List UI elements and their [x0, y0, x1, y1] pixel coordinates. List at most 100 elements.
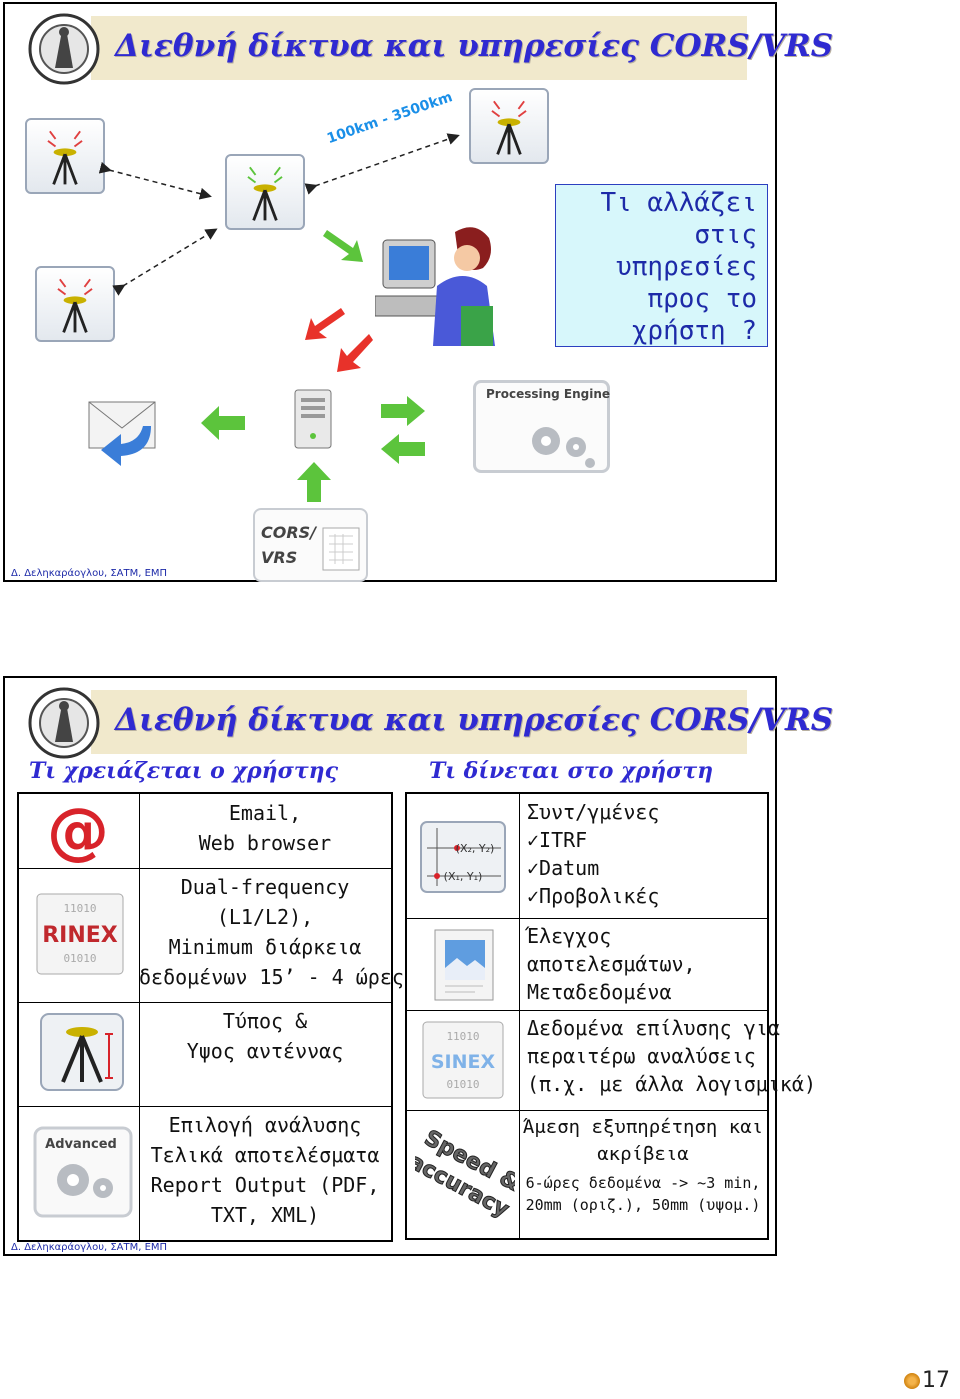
svg-text:01010: 01010	[63, 952, 96, 965]
processing-engine-label: Processing Engine	[486, 387, 611, 401]
cell-line: Μεταδεδομένα	[527, 980, 672, 1004]
email-envelope-icon	[88, 401, 156, 466]
processing-engine-tile: Processing Engine	[473, 380, 610, 473]
cell-line: TXT, XML)	[210, 1203, 320, 1227]
cell-line: ακρίβεια	[597, 1143, 689, 1165]
gps-station-icon	[35, 266, 115, 342]
page-bullet-icon	[904, 1372, 920, 1389]
cell-line: Συντ/γμένες	[527, 800, 660, 824]
coord-label-1: (X₁, Y₁)	[444, 870, 483, 883]
red-arrow-icon	[337, 334, 373, 372]
cell-line: αποτελεσμάτων,	[527, 952, 696, 976]
text-cell: Συντ/γμένες ✓ITRF ✓Datum ✓Προβολικές	[519, 794, 767, 918]
cell-line: Τύπος &	[222, 1009, 308, 1033]
cell-line: Επιλογή ανάλυσης	[168, 1113, 362, 1137]
slide-cors-services-overview: Διεθνή δίκτυα και υπηρεσίες CORS/VRS 100…	[3, 2, 833, 582]
icon-cell	[19, 1002, 140, 1106]
cell-line: Report Output (PDF,	[150, 1173, 380, 1197]
cell-line: ✓Προβολικές	[527, 884, 660, 908]
title-band	[91, 16, 747, 80]
question-line: προς το	[647, 284, 757, 314]
cell-line: Web browser	[198, 831, 332, 855]
cell-line-small: 20mm (οριζ.), 50mm (υψομ.)	[525, 1196, 761, 1214]
advanced-settings-icon: Advanced	[33, 1126, 133, 1218]
left-section-heading: Τι χρειάζεται ο χρήστης	[29, 758, 339, 784]
slide-title: Διεθνή δίκτυα και υπηρεσίες CORS/VRS	[115, 28, 834, 64]
cell-line: ✓ITRF	[527, 828, 588, 852]
user-requirements-table: @ Email, Web browser 11010 01010 RINEX D…	[17, 792, 404, 1242]
text-cell: Άμεση εξυπηρέτηση και ακρίβεια 6-ώρες δε…	[519, 1110, 767, 1238]
cell-line: Άμεση εξυπηρέτηση και	[522, 1116, 764, 1138]
report-document-icon	[434, 929, 494, 1001]
svg-text:01010: 01010	[446, 1078, 479, 1091]
cors-label-line: CORS/	[261, 523, 317, 542]
distance-label: 100km - 3500km	[325, 89, 455, 148]
table-row: Advanced Επιλογή ανάλυσης Τελικά αποτελέ…	[19, 1106, 391, 1240]
icon-cell: (X₂, Y₂) (X₁, Y₁)	[407, 794, 520, 918]
coord-label-2: (X₂, Y₂)	[456, 842, 495, 855]
green-arrow-right-icon	[381, 396, 425, 426]
icon-cell	[407, 918, 520, 1010]
gps-antenna-icon	[40, 1013, 124, 1091]
svg-text:11010: 11010	[63, 902, 96, 915]
gps-station-icon	[25, 118, 105, 194]
text-cell: Dual-frequency (L1/L2), Minimum διάρκεια…	[139, 868, 404, 1002]
question-line: στις	[694, 220, 757, 250]
green-arrow-left-icon	[381, 434, 425, 464]
user-computer-icon	[375, 227, 495, 346]
table-row: Τύπος & Υψος αντέννας	[19, 1002, 391, 1107]
cell-line: ✓Datum	[527, 856, 600, 880]
page-number: 17	[904, 1368, 950, 1393]
speed-accuracy-icon: Speed & accuracy	[415, 1125, 515, 1223]
user-outputs-table: (X₂, Y₂) (X₁, Y₁) Συντ/γμένες ✓ITRF ✓Dat…	[405, 792, 816, 1240]
rinex-label: RINEX	[42, 923, 118, 948]
cell-line: (L1/L2),	[216, 905, 314, 929]
server-icon	[294, 389, 332, 449]
cell-line: Email,	[228, 801, 302, 825]
text-cell: Δεδομένα επίλυσης για περαιτέρω αναλύσει…	[519, 1010, 816, 1110]
question-line: χρήστη ?	[631, 316, 757, 346]
question-line: υπηρεσίες	[616, 252, 757, 282]
cors-label-line: VRS	[261, 548, 298, 567]
gears-icon	[532, 427, 595, 468]
table-row: Έλεγχος αποτελεσμάτων, Μεταδεδομένα	[407, 918, 767, 1011]
cell-line: Έλεγχος	[527, 924, 612, 948]
green-arrow-up-icon	[297, 462, 331, 502]
table-row: 11010 01010 RINEX Dual-frequency (L1/L2)…	[19, 868, 404, 1003]
icon-cell: Advanced	[19, 1106, 140, 1240]
at-sign-icon: @	[47, 800, 109, 864]
question-line: Τι αλλάζει	[600, 188, 757, 218]
svg-text:11010: 11010	[446, 1030, 479, 1043]
sinex-file-icon: 11010 01010 SINEX	[422, 1021, 504, 1099]
rinex-file-icon: 11010 01010 RINEX	[36, 893, 124, 975]
cell-line: Dual-frequency	[180, 875, 350, 899]
icon-cell: 11010 01010 SINEX	[407, 1010, 520, 1110]
question-box: Τι αλλάζει στις υπηρεσίες προς το χρήστη…	[555, 184, 768, 347]
text-cell: Email, Web browser	[139, 794, 391, 868]
cell-line: (π.χ. με άλλα λογισμικά)	[527, 1072, 816, 1096]
cell-line: περαιτέρω αναλύσεις	[527, 1044, 756, 1068]
text-cell: Τύπος & Υψος αντέννας	[139, 1002, 391, 1106]
coordinates-icon: (X₂, Y₂) (X₁, Y₁)	[420, 821, 506, 893]
slide-footer: Δ. Δεληκαράογλου, ΣΑΤΜ, ΕΜΠ	[11, 568, 168, 579]
ntua-logo-icon	[28, 687, 100, 759]
icon-cell: Speed & accuracy	[407, 1110, 520, 1238]
table-row: (X₂, Y₂) (X₁, Y₁) Συντ/γμένες ✓ITRF ✓Dat…	[407, 794, 767, 919]
cell-line: Δεδομένα επίλυσης για	[527, 1016, 780, 1040]
gps-station-icon	[469, 88, 549, 164]
advanced-label: Advanced	[45, 1137, 117, 1152]
cors-vrs-label: CORS/ VRS	[261, 520, 316, 570]
slide-title: Διεθνή δίκτυα και υπηρεσίες CORS/VRS	[115, 702, 834, 738]
cell-line: Υψος αντέννας	[186, 1039, 344, 1063]
right-section-heading: Τι δίνεται στο χρήστη	[429, 758, 714, 784]
icon-cell: @	[19, 794, 140, 868]
cell-line-small: 6-ώρες δεδομένα -> ~3 min,	[525, 1174, 761, 1192]
grid-document-icon	[322, 527, 360, 571]
table-row: 11010 01010 SINEX Δεδομένα επίλυσης για …	[407, 1010, 816, 1111]
text-cell: Έλεγχος αποτελεσμάτων, Μεταδεδομένα	[519, 918, 767, 1010]
table-row: Speed & accuracy Άμεση εξυπηρέτηση και α…	[407, 1110, 767, 1238]
icon-cell: 11010 01010 RINEX	[19, 868, 140, 1002]
red-arrow-icon	[305, 308, 345, 340]
slide-footer: Δ. Δεληκαράογλου, ΣΑΤΜ, ΕΜΠ	[11, 1242, 168, 1253]
slide-user-needs-and-outputs: Διεθνή δίκτυα και υπηρεσίες CORS/VRS Τι …	[3, 676, 833, 1256]
